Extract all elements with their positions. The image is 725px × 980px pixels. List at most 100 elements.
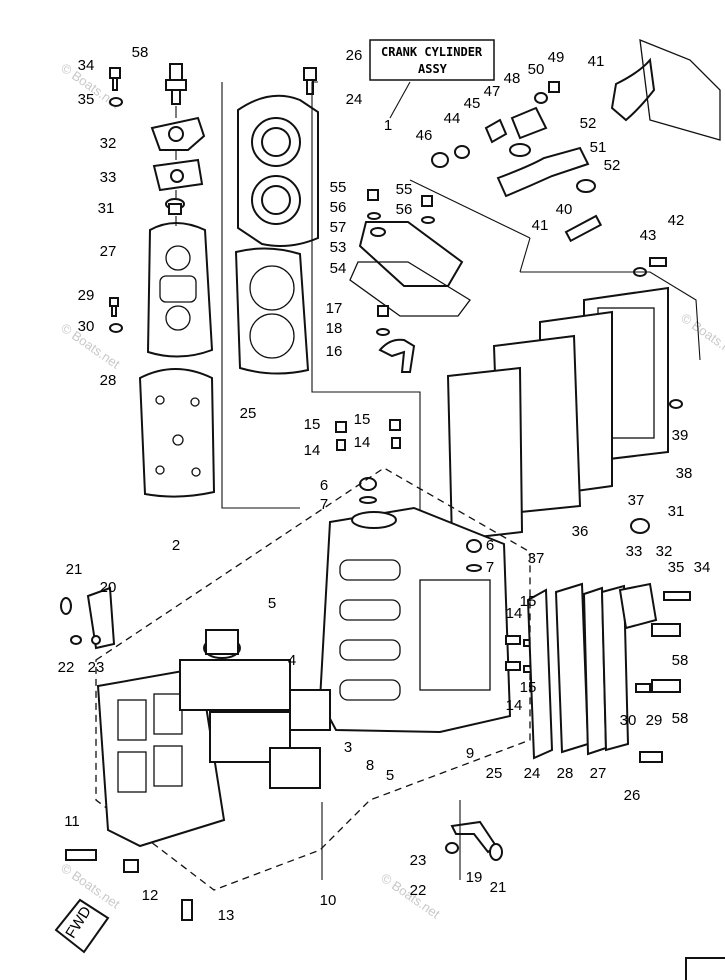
washer-icon	[109, 97, 123, 107]
bolt-icon	[335, 421, 347, 433]
bolt-icon	[663, 591, 691, 601]
callout-c31a: 31	[98, 200, 115, 217]
callout-c40: 40	[556, 201, 573, 218]
washer-icon	[367, 212, 381, 220]
bolt-icon	[109, 297, 119, 317]
pin-icon	[181, 899, 193, 921]
grommet-icon	[370, 227, 386, 237]
gasket-icon	[349, 261, 471, 317]
crank-cylinder-assy-box: CRANK CYLINDER ASSY	[369, 39, 495, 119]
callout-c27a: 27	[100, 243, 117, 260]
callout-c37a: 37	[628, 492, 645, 509]
callout-c14c: 14	[506, 605, 523, 622]
bolt-icon	[669, 399, 683, 409]
watermark: © Boats.net	[58, 860, 123, 912]
cylinder-head-cover-icon	[146, 222, 214, 358]
forward-arrow-icon: FWD	[54, 898, 110, 954]
callout-c51: 51	[590, 139, 607, 156]
box-title-line2: ASSY	[418, 62, 448, 76]
washer-icon	[109, 323, 123, 333]
washer-icon	[376, 328, 390, 336]
callout-c20: 20	[100, 579, 117, 596]
callout-c25b: 25	[486, 765, 503, 782]
callout-c27b: 27	[590, 765, 607, 782]
callout-c15c: 15	[520, 593, 537, 610]
callout-c56a: 56	[330, 199, 347, 216]
callout-c45: 45	[464, 95, 481, 112]
callout-c23b: 23	[410, 852, 427, 869]
plug-icon	[359, 477, 377, 491]
crankshaft-icon	[179, 629, 331, 789]
callout-c57: 57	[330, 219, 347, 236]
grommet-icon	[60, 597, 72, 615]
callout-c29a: 29	[78, 287, 95, 304]
bolt-icon	[65, 849, 97, 861]
callout-c14d: 14	[506, 697, 523, 714]
spark-plug-icon	[651, 623, 681, 637]
callout-c14b: 14	[354, 434, 371, 451]
callout-c46: 46	[416, 127, 433, 144]
callout-c17: 17	[326, 300, 343, 317]
callout-c41a: 41	[588, 53, 605, 70]
callout-c12: 12	[142, 887, 159, 904]
callout-c52b: 52	[604, 157, 621, 174]
thermostat-cover-icon	[618, 582, 658, 630]
callout-c24a: 24	[346, 91, 363, 108]
callout-c54: 54	[330, 260, 347, 277]
bracket-icon	[86, 586, 116, 650]
valve-icon	[454, 145, 470, 159]
callout-c23a: 23	[88, 659, 105, 676]
callout-c22a: 22	[58, 659, 75, 676]
hose-icon	[496, 146, 590, 198]
callout-c15d: 15	[520, 679, 537, 696]
cover-icon	[600, 584, 630, 752]
reference-outline	[639, 38, 721, 141]
callout-c37b: 37	[528, 550, 545, 567]
callout-c1: 1	[384, 117, 392, 134]
washer-icon	[431, 152, 449, 168]
callout-c32b: 32	[656, 543, 673, 560]
gasket-icon	[138, 368, 216, 498]
callout-c30a: 30	[78, 318, 95, 335]
crankcase-group	[60, 467, 531, 921]
callout-c32a: 32	[100, 135, 117, 152]
callout-c22b: 22	[410, 882, 427, 899]
callout-c55b: 55	[396, 181, 413, 198]
bolt-icon	[649, 257, 667, 267]
callout-c52a: 52	[580, 115, 597, 132]
pipe-icon	[450, 820, 498, 854]
grommet-icon	[509, 143, 531, 157]
callout-c43: 43	[640, 227, 657, 244]
callout-c21a: 21	[66, 561, 83, 578]
bolt-icon	[421, 195, 433, 207]
grommet-icon	[576, 179, 596, 193]
top-cover-group	[349, 189, 471, 317]
washer-icon	[91, 635, 101, 645]
washer-icon	[534, 92, 548, 104]
callout-c28a: 28	[100, 372, 117, 389]
bolt-icon	[548, 81, 560, 93]
pipe-icon	[564, 214, 603, 243]
callout-c19: 19	[466, 869, 483, 886]
thermostat-icon	[630, 518, 650, 534]
callout-c28b: 28	[557, 765, 574, 782]
grommet-icon	[489, 843, 503, 861]
washer-icon	[359, 496, 377, 504]
callout-c14a: 14	[304, 442, 321, 459]
callout-c56b: 56	[396, 201, 413, 218]
callout-c55a: 55	[330, 179, 347, 196]
callout-c33b: 33	[626, 543, 643, 560]
callout-c2: 2	[172, 537, 180, 554]
bolt-icon	[109, 67, 121, 91]
spring-icon	[484, 118, 508, 144]
bolt-icon	[635, 683, 651, 693]
callout-c10: 10	[320, 892, 337, 909]
gasket-icon	[526, 588, 554, 760]
washer-icon	[70, 635, 82, 645]
callout-c29b: 29	[646, 712, 663, 729]
hose-clamp-icon	[378, 338, 416, 373]
cylinder-head-icon	[554, 582, 590, 754]
fitting-group	[376, 305, 416, 373]
callout-c15a: 15	[304, 416, 321, 433]
